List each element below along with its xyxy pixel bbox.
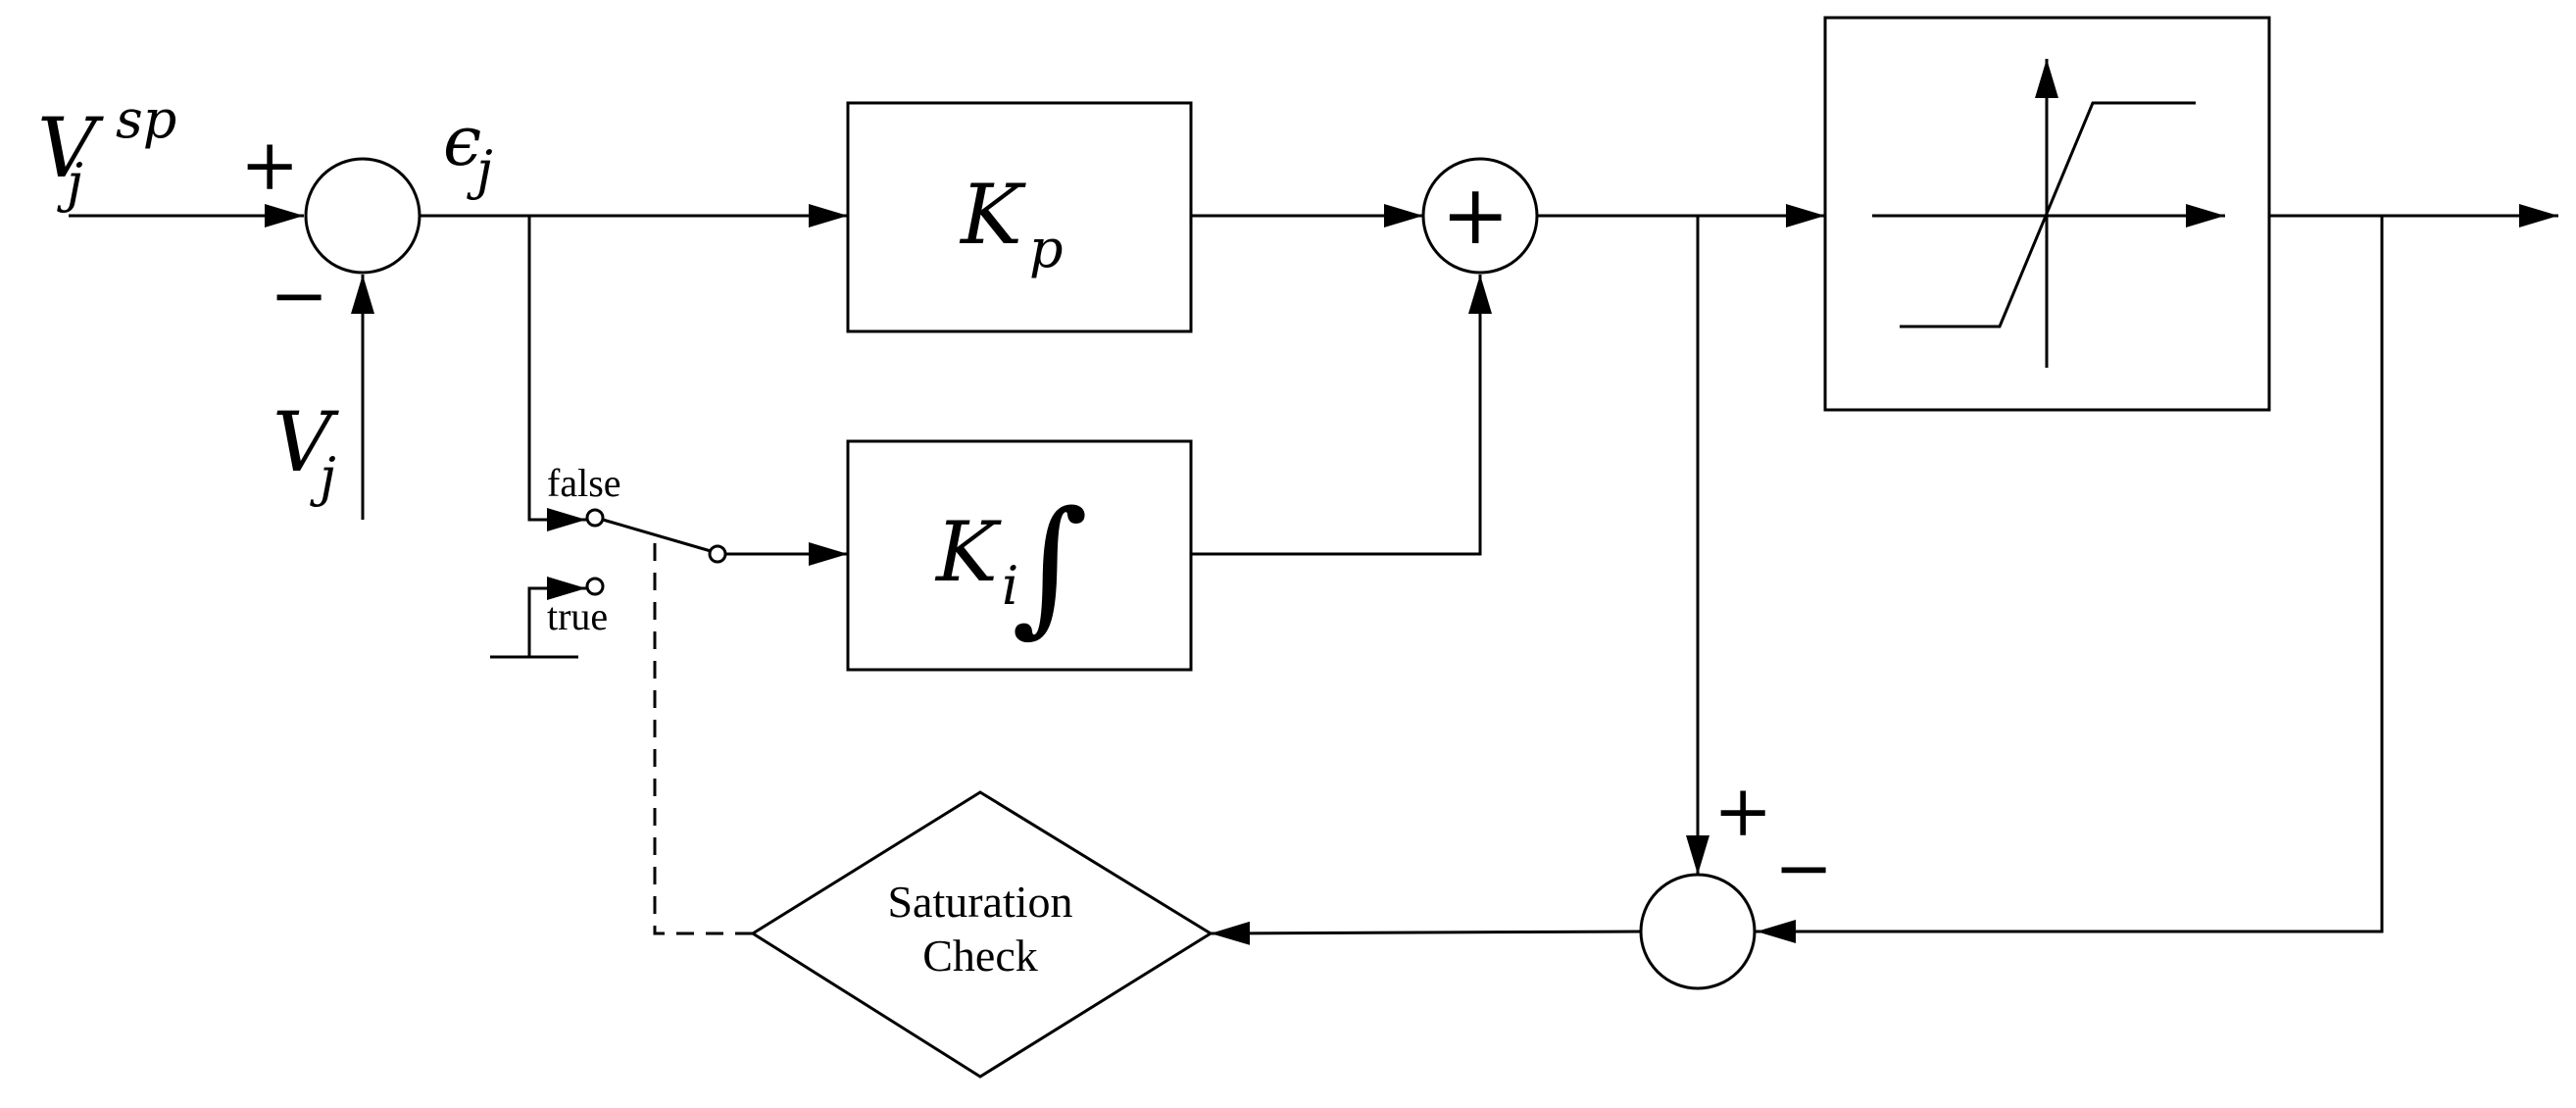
switch-true-contact (585, 577, 605, 596)
integral-icon: ∫ (1012, 480, 1088, 651)
diff-to-check-arrow (1210, 921, 1642, 945)
kp-sub: p (1029, 218, 1064, 279)
feedback-minus-sign: − (270, 254, 328, 336)
setpoint-plus-sign: + (240, 124, 299, 206)
kp-label: K (959, 167, 1026, 263)
error-label: ϵ (443, 101, 481, 181)
switch-false-label: false (547, 461, 621, 505)
sum-plus-icon: + (1441, 167, 1510, 263)
switch-output-contact (708, 544, 727, 564)
saturation-check-diamond (750, 790, 1214, 1079)
feedback-label: V (272, 394, 339, 490)
ki-output-line (1191, 275, 1482, 556)
switch-true-label: true (547, 594, 608, 638)
saturated-feedback-line (1755, 216, 2384, 933)
switch-control-dashed-line (653, 534, 753, 935)
diff-plus-sign: + (1713, 770, 1772, 852)
saturation-check-line1: Saturation (887, 877, 1072, 927)
switch-blade (602, 518, 712, 553)
saturation-difference-junction (1639, 873, 1757, 990)
saturation-curve-icon (1900, 101, 2196, 328)
ki-sub: i (1002, 555, 1018, 617)
kp-block (846, 101, 1193, 333)
diff-minus-sign: − (1774, 827, 1833, 909)
setpoint-label: V (37, 100, 104, 196)
setpoint-sup: sp (116, 88, 176, 150)
ki-label: K (934, 504, 1002, 600)
switch-false-contact (585, 508, 605, 528)
saturation-check-line2: Check (922, 931, 1038, 981)
